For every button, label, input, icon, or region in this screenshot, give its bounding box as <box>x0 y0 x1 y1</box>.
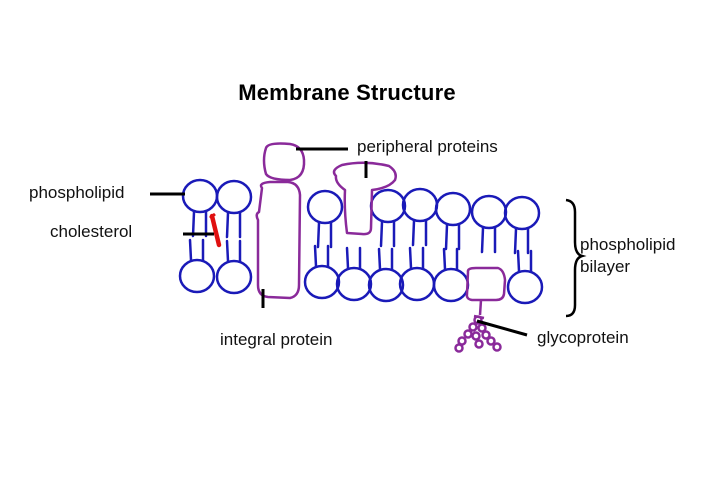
carbohydrate-chain <box>454 315 502 353</box>
phospholipid-tail-top <box>411 219 428 247</box>
bilayer-brace-icon <box>565 198 587 318</box>
phospholipid-head-bottom <box>335 266 373 302</box>
phospholipid-head-bottom <box>432 267 470 303</box>
peripheral-protein-stalk <box>332 161 397 236</box>
leader-glycoprotein <box>476 319 528 337</box>
cholesterol-head <box>209 212 216 220</box>
integral-protein <box>255 180 302 300</box>
phospholipid-tail-top <box>480 226 497 254</box>
phospholipid-head-top <box>470 194 508 230</box>
phospholipid-head-top <box>306 189 344 225</box>
label-integral-protein: integral protein <box>220 330 333 349</box>
label-bilayer-line1: phospholipid <box>580 235 676 254</box>
diagram-title: Membrane Structure <box>0 80 724 106</box>
phospholipid-tail-top <box>444 223 461 251</box>
peripheral-protein-top <box>262 142 306 182</box>
label-cholesterol: cholesterol <box>50 222 133 241</box>
phospholipid-tail-bottom <box>408 246 425 270</box>
phospholipids <box>178 178 544 305</box>
glycoprotein-chain <box>473 299 485 320</box>
label-bilayer-line2: bilayer <box>580 257 631 276</box>
phospholipid-head-bottom <box>506 269 544 305</box>
phospholipid-head-bottom <box>303 264 341 300</box>
phospholipid-tail-top <box>225 211 242 239</box>
phospholipid-tail-bottom <box>442 247 459 271</box>
phospholipid-tail-bottom <box>377 247 394 271</box>
phospholipid-tail-top <box>316 221 333 249</box>
phospholipid-tail-top <box>379 220 396 248</box>
phospholipid-head-top <box>369 188 407 224</box>
phospholipid-tail-bottom <box>345 246 362 270</box>
phospholipid-head-top <box>434 191 472 227</box>
phospholipid-head-top <box>401 187 439 223</box>
phospholipid-tail-top <box>191 210 208 238</box>
cholesterol <box>209 213 222 248</box>
phospholipid-head-bottom <box>367 267 405 303</box>
phospholipid-head-bottom <box>178 258 216 294</box>
phospholipid-tail-bottom <box>516 249 533 273</box>
proteins <box>255 142 507 353</box>
leader-lines <box>150 147 528 337</box>
phospholipid-head-top <box>503 195 541 231</box>
phospholipid-tail-bottom <box>313 244 330 268</box>
phospholipid-head-bottom <box>398 266 436 302</box>
phospholipid-tail-bottom <box>188 238 205 262</box>
label-glycoprotein: glycoprotein <box>537 328 629 347</box>
diagram-title-text: Membrane Structure <box>238 80 456 105</box>
label-peripheral-proteins: peripheral proteins <box>357 137 498 156</box>
phospholipid-head-top <box>215 179 253 215</box>
label-phospholipid: phospholipid <box>29 183 125 202</box>
phospholipid-tail-top <box>513 227 530 255</box>
phospholipid-head-top <box>181 178 219 214</box>
phospholipid-tail-bottom <box>225 239 242 263</box>
glycoprotein-body <box>465 266 507 302</box>
phospholipid-head-bottom <box>215 259 253 295</box>
